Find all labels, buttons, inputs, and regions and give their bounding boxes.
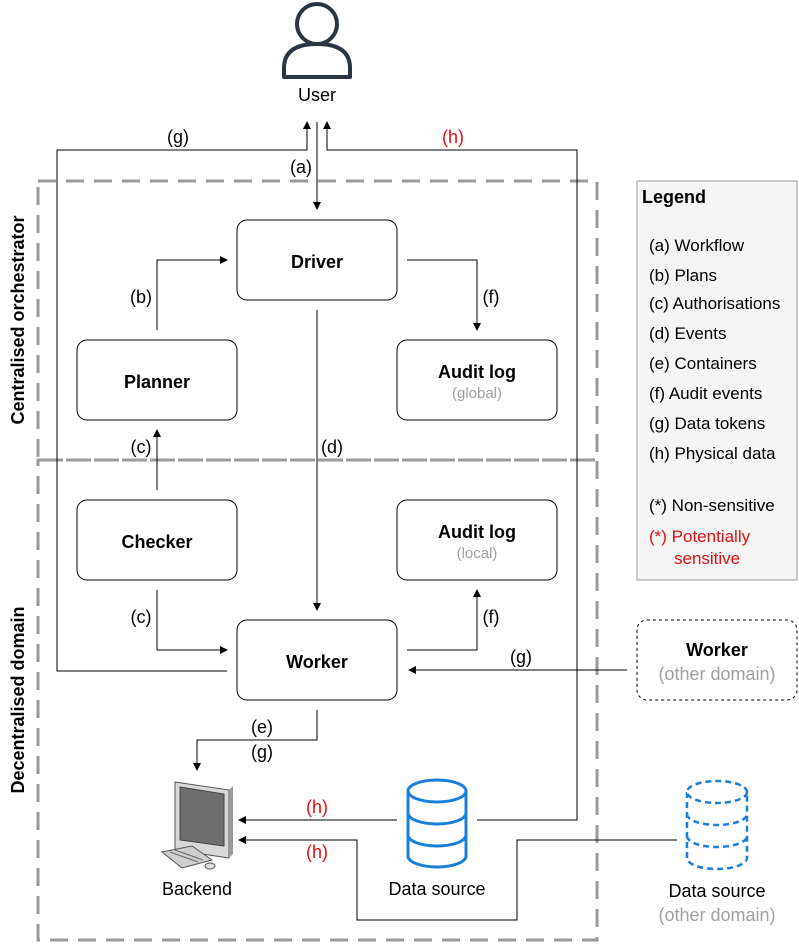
audit-log-local-node: Audit log (local) <box>396 499 558 581</box>
edge-g-user <box>56 121 311 672</box>
database-other-icon <box>685 779 749 871</box>
planner-node: Planner <box>76 339 238 421</box>
legend-items: (a) Workflow (b) Plans (c) Authorisation… <box>649 236 780 463</box>
edge-a-label: (a) <box>290 157 312 177</box>
datasource-other-title: Data source <box>668 881 765 901</box>
domain-region-label: Decentralised domain <box>8 606 28 793</box>
domain-region <box>36 458 599 942</box>
edge-e-g-backend <box>193 710 318 771</box>
legend-item: (g) Data tokens <box>649 414 765 433</box>
driver-label: Driver <box>291 252 343 272</box>
legend-item: (c) Authorisations <box>649 294 780 313</box>
datasource-label: Data source <box>388 879 485 899</box>
edge-h-user <box>323 121 578 821</box>
edge-g-backend-label: (g) <box>251 742 273 762</box>
computer-icon <box>160 781 233 870</box>
edge-f2-label: (f) <box>483 607 500 627</box>
edge-b-label: (b) <box>130 287 152 307</box>
worker-other-domain-node: Worker (other domain) <box>636 619 798 701</box>
legend-item: (b) Plans <box>649 266 717 285</box>
legend-item: (d) Events <box>649 324 726 343</box>
edge-f-local <box>407 589 481 651</box>
edge-b <box>156 256 228 330</box>
edge-h-backend2-label: (h) <box>306 842 328 862</box>
worker-other-sub: (other domain) <box>658 664 775 684</box>
edge-d-label: (d) <box>321 437 343 457</box>
worker-label: Worker <box>286 652 348 672</box>
database-icon <box>406 778 468 869</box>
audit-log-local-sub: (local) <box>457 545 498 562</box>
audit-log-global-title: Audit log <box>438 362 516 382</box>
legend-nonsensitive: (*) Non-sensitive <box>649 496 775 515</box>
edge-f-global <box>407 259 481 331</box>
worker-other-title: Worker <box>686 640 748 660</box>
edge-g-worker-label: (g) <box>510 647 532 667</box>
datasource-other-sub: (other domain) <box>658 905 775 925</box>
user-icon <box>282 2 352 79</box>
legend-item: (a) Workflow <box>649 236 745 255</box>
edge-f1-label: (f) <box>483 287 500 307</box>
planner-label: Planner <box>124 372 190 392</box>
edge-c1-label: (c) <box>131 437 152 457</box>
legend: Legend (a) Workflow (b) Plans (c) Author… <box>636 180 798 581</box>
legend-item: (e) Containers <box>649 354 757 373</box>
user-label: User <box>298 85 336 105</box>
edge-h-backend1-label: (h) <box>306 797 328 817</box>
edge-h-other-backend <box>238 836 677 921</box>
audit-log-local-title: Audit log <box>438 522 516 542</box>
legend-item: (f) Audit events <box>649 384 762 403</box>
worker-node: Worker <box>236 619 398 701</box>
legend-sensitive-line2: sensitive <box>674 549 740 568</box>
backend-label: Backend <box>162 879 232 899</box>
audit-log-global-node: Audit log (global) <box>396 339 558 421</box>
checker-label: Checker <box>121 532 192 552</box>
edge-e-label: (e) <box>251 717 273 737</box>
driver-node: Driver <box>236 219 398 301</box>
edge-c-worker <box>156 590 228 654</box>
orchestrator-region-label: Centralised orchestrator <box>8 215 28 424</box>
checker-node: Checker <box>76 499 238 581</box>
audit-log-global-sub: (global) <box>452 385 502 402</box>
edge-h-top-label: (h) <box>442 127 464 147</box>
legend-item: (h) Physical data <box>649 444 776 463</box>
edge-g-top-label: (g) <box>167 127 189 147</box>
edge-c2-label: (c) <box>131 607 152 627</box>
legend-sensitive-line1: (*) Potentially <box>649 527 751 546</box>
legend-title: Legend <box>642 187 706 207</box>
